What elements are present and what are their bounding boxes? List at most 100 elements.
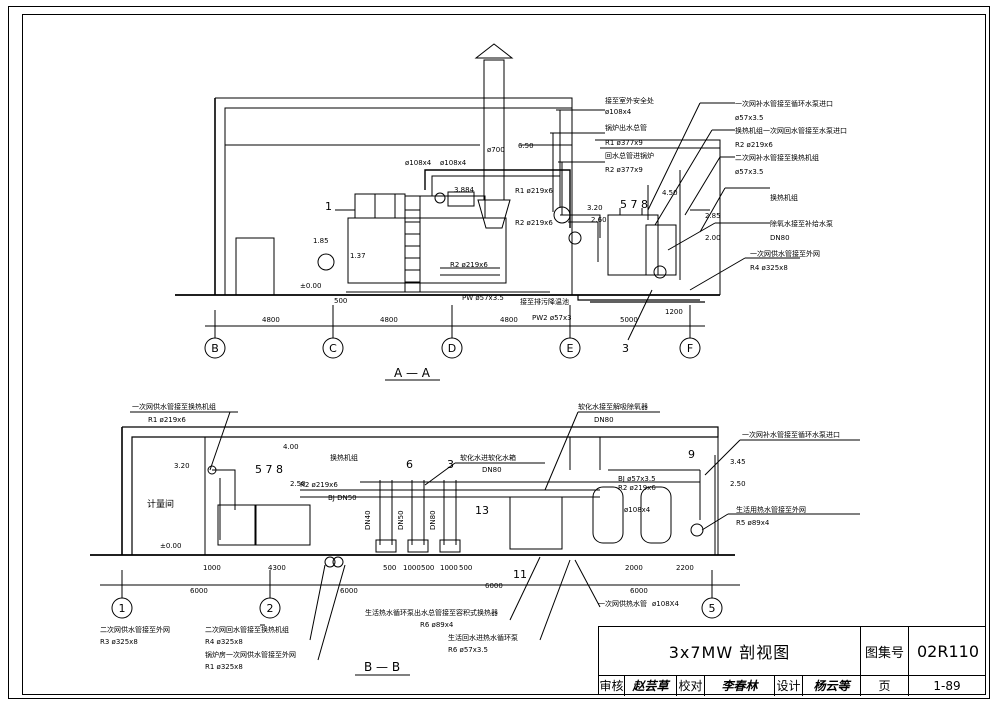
- aa-label-safety-spec: ø108x4: [605, 108, 632, 116]
- aa-label-p108a: ø108x4: [405, 159, 432, 167]
- aa-label-deaerator: 除氧水接至补给水泵: [770, 219, 833, 228]
- bb-label-softened-dn: DN80: [594, 416, 614, 424]
- aa-label-p108b: ø108x4: [440, 159, 467, 167]
- bb-label-hx-unit: 换热机组: [330, 453, 358, 462]
- check-signature: 李春林: [705, 675, 775, 696]
- aa-label-deaerator-dn: DN80: [770, 234, 790, 242]
- svg-text:1000: 1000: [440, 564, 458, 572]
- aa-label-pw2: PW2 ø57x3: [532, 314, 572, 322]
- svg-text:2000: 2000: [625, 564, 643, 572]
- aa-label-pw1: PW ø57x3.5: [462, 294, 504, 302]
- bb-label-boiler-primary: 锅炉房一次网供水管接至外网: [205, 650, 296, 659]
- svg-text:C: C: [329, 342, 337, 355]
- svg-text:1: 1: [119, 602, 126, 615]
- aa-axis-c: [322, 337, 344, 359]
- bb-storage-heater-1: [592, 486, 624, 544]
- aa-dimensions: 4800 4800 4800 5000 500 1200: [262, 297, 683, 324]
- bb-pump-1: [375, 539, 397, 553]
- aa-axis-d: [441, 337, 463, 359]
- bb-label-boiler-primary-spec: R1 ø325x8: [205, 663, 243, 671]
- svg-text:6000: 6000: [340, 587, 358, 595]
- svg-text:6.50: 6.50: [518, 142, 534, 150]
- aa-label-r2-219-low: R2 ø219x6: [450, 261, 488, 269]
- svg-text:5: 5: [709, 602, 716, 615]
- aa-label-p700: ø700: [487, 146, 505, 154]
- aa-label-return-in: 回水总管进锅炉: [605, 151, 654, 160]
- svg-text:500: 500: [459, 564, 472, 572]
- page-number: 1-89: [933, 678, 961, 693]
- bb-label-secondary-return-spec: R4 ø325x8: [205, 638, 243, 646]
- svg-text:2.00: 2.00: [705, 234, 721, 242]
- aa-axis-labels: B C D E F: [211, 342, 693, 355]
- bb-dimensions: 6000 4300 6000 6000 6000 500 1000 500 10…: [190, 564, 694, 595]
- svg-text:F: F: [687, 342, 693, 355]
- svg-text:2.60: 2.60: [591, 216, 607, 224]
- aa-label-return-in-spec: R2 ø377x9: [605, 166, 643, 174]
- svg-text:5000: 5000: [620, 316, 638, 324]
- aa-label-r2-219: R2 ø219x6: [515, 219, 553, 227]
- bb-label-bj-57: BJ ø57x3.5: [618, 475, 656, 483]
- svg-text:1.37: 1.37: [350, 252, 366, 260]
- bb-label-domestic-circ: 生活热水循环泵出水总管接至容积式换热器: [365, 608, 498, 617]
- bb-pump-2: [407, 539, 429, 553]
- svg-text:2.50: 2.50: [290, 480, 306, 488]
- aa-pump: [447, 191, 475, 207]
- bb-hx-unit: [254, 504, 311, 546]
- aa-marker-578: 5 7 8: [620, 198, 648, 211]
- aa-boiler-top: [354, 193, 406, 219]
- bb-label-domestic-circ-spec: R6 ø89x4: [420, 621, 454, 629]
- bb-marker-13: 13: [475, 504, 489, 517]
- aa-elevations: 6.50 4.50 3.884 3.20 2.60 2.85 2.00 1.85…: [300, 142, 721, 290]
- aa-axis-f: [679, 337, 701, 359]
- aa-chimney: [483, 59, 505, 201]
- svg-text:3.45: 3.45: [730, 458, 746, 466]
- aa-burner-fan: [317, 253, 335, 271]
- bb-label-domestic-return-spec: R6 ø57x3.5: [448, 646, 488, 654]
- aa-hx-unit: [607, 214, 659, 276]
- svg-text:4300: 4300: [268, 564, 286, 572]
- bb-label-metering: 计量间: [147, 498, 174, 510]
- bb-label-r2-219b: R2 ø219x6: [618, 484, 656, 492]
- aa-label-boiler-out-spec: R1 ø377x9: [605, 139, 643, 147]
- svg-text:4800: 4800: [500, 316, 518, 324]
- bb-axis-2: [259, 597, 281, 619]
- aa-label-safety: 接至室外安全处: [605, 96, 654, 105]
- svg-text:3.20: 3.20: [174, 462, 190, 470]
- svg-text:D: D: [448, 342, 456, 355]
- aa-label-hx-unit: 换热机组: [770, 193, 798, 202]
- bb-label-softened-tank-dn: DN80: [482, 466, 502, 474]
- svg-text:2.50: 2.50: [730, 480, 746, 488]
- svg-text:3.20: 3.20: [587, 204, 603, 212]
- bb-label-primary-supply-hx-spec: R1 ø219x6: [148, 416, 186, 424]
- aa-label-boiler-out: 锅炉出水总管: [605, 123, 647, 132]
- svg-text:±0.00: ±0.00: [300, 282, 321, 290]
- drawing-border: [22, 14, 986, 695]
- bb-marker-578: 5 7 8: [255, 463, 283, 476]
- drawing-frame: [8, 6, 990, 699]
- aa-boiler: [347, 217, 507, 284]
- svg-text:6000: 6000: [485, 582, 503, 590]
- bb-label-secondary-return: 二次网回水管接至换热机组: [205, 625, 289, 634]
- drawing-title: 3x7MW 剖视图: [599, 627, 861, 675]
- svg-text:2200: 2200: [676, 564, 694, 572]
- svg-text:4.50: 4.50: [662, 189, 678, 197]
- aa-marker-3: 3: [622, 342, 629, 355]
- bb-label-primary-supply-pipe: 一次网供热水管: [598, 599, 647, 608]
- bb-section-title: B — B: [364, 660, 400, 674]
- aa-roof-outline: [215, 97, 573, 295]
- bb-label-secondary-supply-spec: R3 ø325x8: [100, 638, 138, 646]
- svg-text:B: B: [211, 342, 219, 355]
- bb-label-primary-supply-pipe-spec: ø108X4: [652, 600, 679, 608]
- aa-control-cabinet: [235, 237, 275, 296]
- svg-text:1000: 1000: [203, 564, 221, 572]
- bb-label-dn40: DN40: [364, 510, 372, 530]
- bb-pump-3: [439, 539, 461, 553]
- bb-label-domestic-out: 生活用热水管接至外网: [736, 505, 806, 514]
- aa-label-secondary-makeup: 二次网补水管接至换热机组: [735, 153, 819, 162]
- svg-text:4800: 4800: [380, 316, 398, 324]
- aa-axis-b: [204, 337, 226, 359]
- page-label: 页: [861, 675, 909, 696]
- bb-label-softened-tank: 软化水进软化水箱: [460, 453, 516, 462]
- svg-text:6000: 6000: [630, 587, 648, 595]
